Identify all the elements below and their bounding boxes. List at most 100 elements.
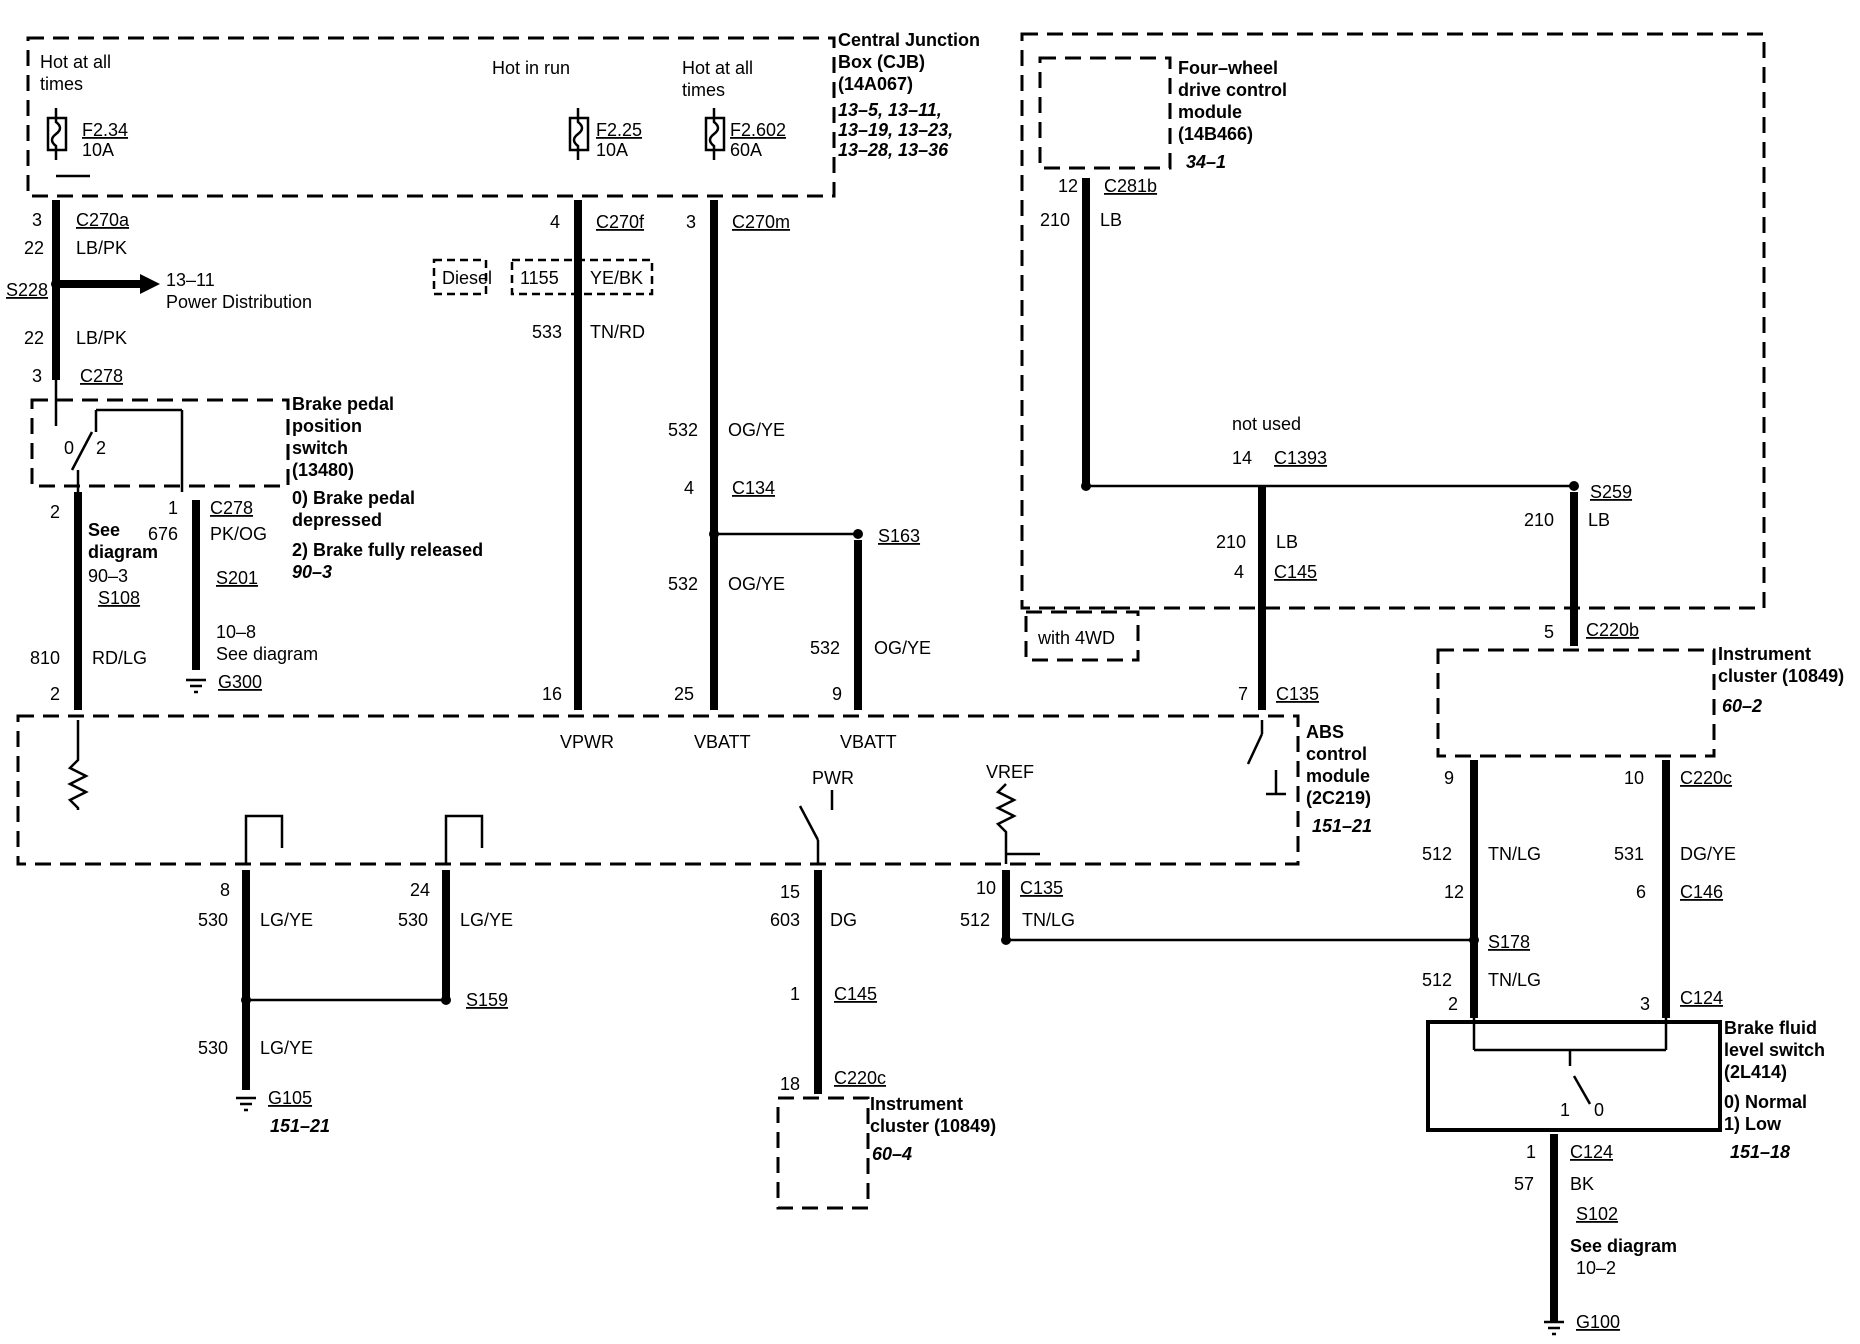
bps-ref: 90–3 — [292, 562, 332, 582]
c270a-conn: C270a — [76, 210, 130, 230]
pin-12-c146: 12 — [1444, 882, 1464, 902]
diesel: Diesel — [442, 268, 492, 288]
bps-state-1: 0) Brake pedal — [292, 488, 415, 508]
circuit-210: 210 — [1040, 210, 1070, 230]
color-lb: LB — [1100, 210, 1122, 230]
fuse3-rating: 60A — [730, 140, 762, 160]
bf-pos0: 0 — [1594, 1100, 1604, 1120]
bf-see-1: See diagram — [1570, 1236, 1677, 1256]
fwd-name-4: (14B466) — [1178, 124, 1253, 144]
bps-state-3: 2) Brake fully released — [292, 540, 483, 560]
circuit-57: 57 — [1514, 1174, 1534, 1194]
circuit-22a: 22 — [24, 238, 44, 258]
bps-pos0: 0 — [64, 438, 74, 458]
fwd-ref: 34–1 — [1186, 152, 1226, 172]
splice-s228: S228 — [6, 280, 48, 300]
see-10-8-1: 10–8 — [216, 622, 256, 642]
bps-name-2: position — [292, 416, 362, 436]
bf-name-1: Brake fluid — [1724, 1018, 1817, 1038]
c270f-pin: 4 — [550, 212, 560, 232]
bf-ref: 151–18 — [1730, 1142, 1790, 1162]
circuit-676: 676 — [148, 524, 178, 544]
fuse1-id: F2.34 — [82, 120, 128, 140]
splice-s178-dot — [1469, 935, 1479, 945]
pin-10-abs: 10 — [976, 878, 996, 898]
cjb-hot-run: Hot in run — [492, 58, 570, 78]
ground-g100: G100 — [1576, 1312, 1620, 1332]
abs-pwr-switch — [798, 805, 820, 841]
pin-10-cluster: 10 — [1624, 768, 1644, 788]
cjb-name-2: Box (CJB) — [838, 52, 925, 72]
color-lbpk-b: LB/PK — [76, 328, 127, 348]
abs-loop-530b — [444, 814, 484, 864]
pin-2: 2 — [50, 502, 60, 522]
pin-9: 9 — [832, 684, 842, 704]
color-lb-c: LB — [1276, 532, 1298, 552]
c145-pin: 4 — [1234, 562, 1244, 582]
splice-c134-dot — [709, 529, 719, 539]
splice-s178: S178 — [1488, 932, 1530, 952]
splice-s108: S108 — [98, 588, 140, 608]
circuit-532b: 532 — [668, 574, 698, 594]
thin-bps-blade — [70, 431, 94, 471]
bps-pos2: 2 — [96, 438, 106, 458]
splice-s201: S201 — [216, 568, 258, 588]
color-lbpk-a: LB/PK — [76, 238, 127, 258]
abs-name-3: module — [1306, 766, 1370, 786]
color-lgye-b: LG/YE — [460, 910, 513, 930]
splice-tnlg-dot — [1001, 935, 1011, 945]
abs-pwr: PWR — [812, 768, 854, 788]
splice-s259-dot — [1569, 481, 1579, 491]
pin-2b: 2 — [50, 684, 60, 704]
c278-pin: 3 — [32, 366, 42, 386]
c135b-conn: C135 — [1020, 878, 1063, 898]
circuit-512b: 512 — [1422, 970, 1452, 990]
cjb-hot-left-1: Hot at all — [40, 52, 111, 72]
circuit-530b: 530 — [398, 910, 428, 930]
thin-fluid-blade — [1572, 1075, 1592, 1105]
color-dg: DG — [830, 910, 857, 930]
splice-s163-dot — [853, 529, 863, 539]
circuit-530c: 530 — [198, 1038, 228, 1058]
color-rdlg: RD/LG — [92, 648, 147, 668]
c220b-pin: 5 — [1544, 622, 1554, 642]
fuse-f2-34-icon — [46, 108, 68, 160]
fuse3-id: F2.602 — [730, 120, 786, 140]
see-diagram-1: See — [88, 520, 120, 540]
c145b-conn: C145 — [834, 984, 877, 1004]
fuse2-rating: 10A — [596, 140, 628, 160]
splice-s159: S159 — [466, 990, 508, 1010]
brake-fluid-switch-box — [1426, 1020, 1722, 1132]
c135-conn: C135 — [1276, 684, 1319, 704]
splice-s163: S163 — [878, 526, 920, 546]
cluster-right-name-1: Instrument — [1718, 644, 1811, 664]
abs-name-4: (2C219) — [1306, 788, 1371, 808]
ground-g105-icon — [236, 1096, 256, 1112]
see-diagram-2: diagram — [88, 542, 158, 562]
circuit-603: 603 — [770, 910, 800, 930]
ground-g300-icon — [186, 678, 206, 694]
fwd-name-3: module — [1178, 102, 1242, 122]
circuit-210c: 210 — [1216, 532, 1246, 552]
fwd-module-box — [1038, 56, 1172, 170]
vpwr: VPWR — [560, 732, 614, 752]
brake-pedal-switch-box — [30, 398, 290, 488]
circuit-22b: 22 — [24, 328, 44, 348]
abs-name-1: ABS — [1306, 722, 1344, 742]
fwd-name-2: drive control — [1178, 80, 1287, 100]
c281b-pin: 12 — [1058, 176, 1078, 196]
power-distribution: Power Distribution — [166, 292, 312, 312]
color-lgye-a: LG/YE — [260, 910, 313, 930]
cjb-name-1: Central Junction — [838, 30, 980, 50]
cluster-bottom-name-1: Instrument — [870, 1094, 963, 1114]
color-ogye-b: OG/YE — [728, 574, 785, 594]
bps-state-2: depressed — [292, 510, 382, 530]
bps-name-1: Brake pedal — [292, 394, 394, 414]
circuit-210b: 210 — [1524, 510, 1554, 530]
c1393-conn: C1393 — [1274, 448, 1327, 468]
abs-name-2: control — [1306, 744, 1367, 764]
color-tnlg-b: TN/LG — [1488, 970, 1541, 990]
circuit-532c: 532 — [810, 638, 840, 658]
splice-s159-dot — [441, 995, 451, 1005]
